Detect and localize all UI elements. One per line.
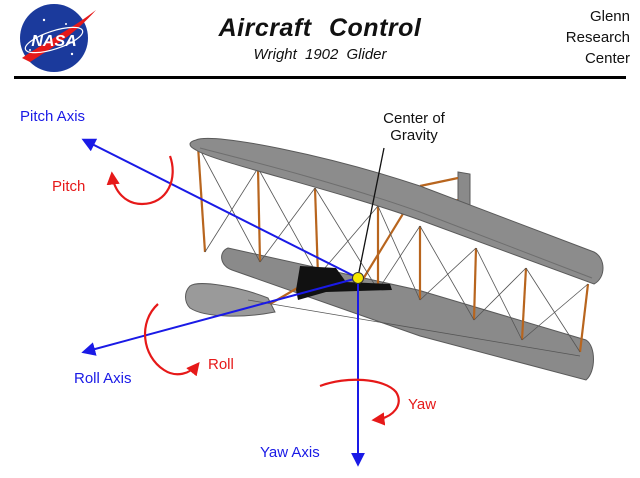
- yaw-axis-label: Yaw Axis: [260, 444, 320, 461]
- pitch-rotation-arrow: [106, 155, 174, 206]
- org-line: Research: [565, 29, 630, 46]
- center-of-gravity-leader: [358, 147, 385, 273]
- center-of-gravity-line: Center of: [383, 110, 445, 127]
- pitch-axis-line: [81, 138, 359, 279]
- roll-axis-line: [81, 277, 359, 356]
- page-title: Aircraft Control: [218, 14, 422, 42]
- center-of-gravity-label: Center of Gravity: [368, 110, 460, 144]
- pitch-axis-label: Pitch Axis: [20, 108, 86, 125]
- yaw-rotation-arrow: [319, 378, 400, 426]
- header-divider: [14, 76, 626, 79]
- org-name: Glenn Research Center: [520, 6, 630, 69]
- pitch-label: Pitch: [52, 178, 86, 195]
- center-of-gravity-marker: [352, 272, 364, 284]
- glider: [185, 137, 604, 381]
- roll-axis-label: Roll Axis: [74, 370, 132, 387]
- roll-label: Roll: [208, 356, 234, 373]
- org-line: Glenn: [589, 8, 630, 25]
- page-subtitle: Wright 1902 Glider: [253, 46, 387, 63]
- org-line: Center: [584, 50, 630, 67]
- nasa-logo: NASA: [20, 4, 96, 72]
- roll-rotation-arrow: [144, 303, 200, 377]
- center-of-gravity-line: Gravity: [390, 127, 438, 144]
- nasa-logo-text: NASA: [31, 33, 76, 50]
- yaw-label: Yaw: [408, 396, 437, 413]
